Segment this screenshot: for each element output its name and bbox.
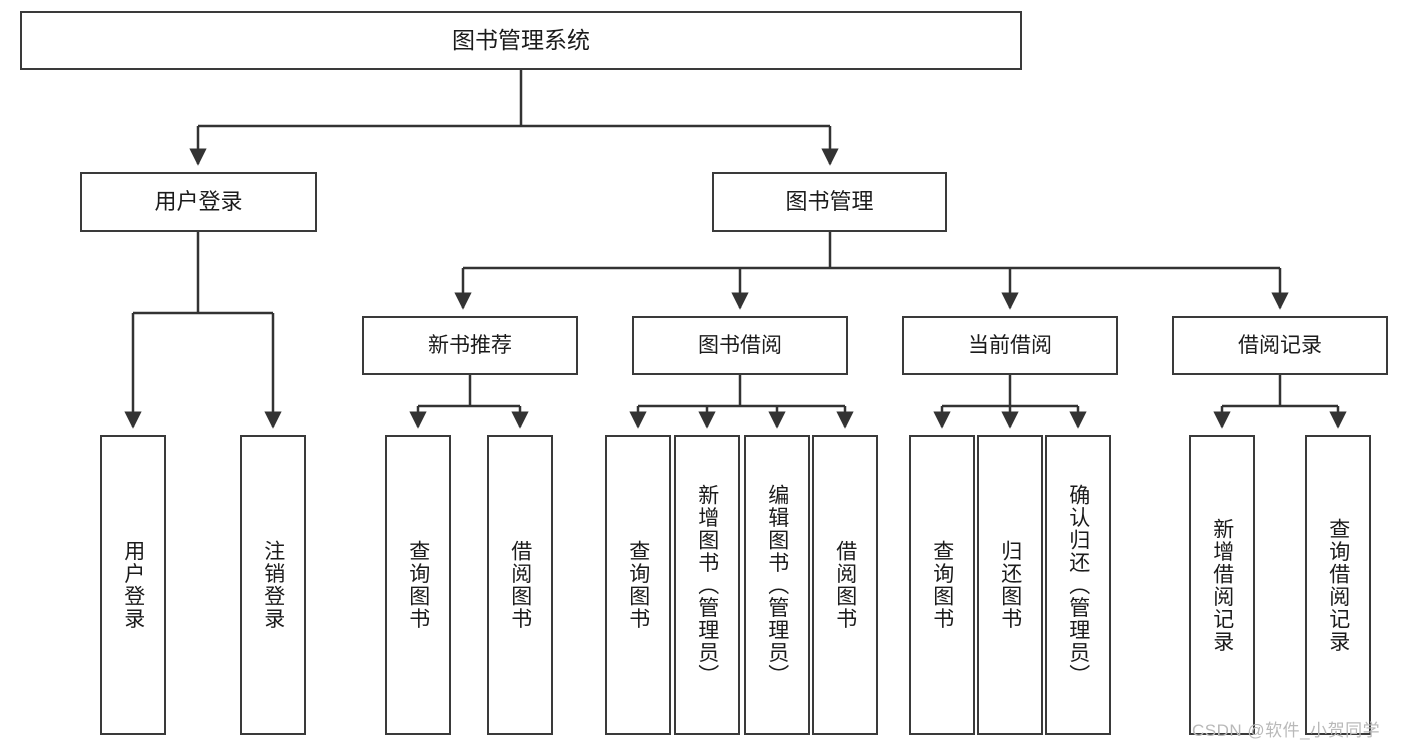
leaf-bb-edit-book-label: 编辑图书（管理员） [765,483,789,687]
leaf-logout[interactable]: 注销登录 [240,435,306,735]
leaf-logout-label: 注销登录 [261,540,285,630]
leaf-user-login-label: 用户登录 [121,540,145,630]
node-new-book-recommend-label: 新书推荐 [428,333,512,357]
node-current-borrow-label: 当前借阅 [968,333,1052,357]
node-new-book-recommend[interactable]: 新书推荐 [362,316,578,375]
node-book-borrow[interactable]: 图书借阅 [632,316,848,375]
leaf-user-login[interactable]: 用户登录 [100,435,166,735]
node-book-manage-label: 图书管理 [785,188,874,214]
leaf-cb-confirm-return[interactable]: 确认归还（管理员） [1045,435,1111,735]
leaf-cb-confirm-return-label: 确认归还（管理员） [1066,483,1090,687]
leaf-nb-borrow-book-label: 借阅图书 [508,540,532,630]
leaf-br-add-record[interactable]: 新增借阅记录 [1189,435,1255,735]
leaf-cb-query-book[interactable]: 查询图书 [909,435,975,735]
leaf-cb-return-book[interactable]: 归还图书 [977,435,1043,735]
leaf-bb-query-book[interactable]: 查询图书 [605,435,671,735]
leaf-cb-return-book-label: 归还图书 [998,540,1022,630]
csdn-watermark: CSDN @软件_小贺同学 [1192,721,1381,740]
node-user-login[interactable]: 用户登录 [80,172,317,232]
node-current-borrow[interactable]: 当前借阅 [902,316,1118,375]
leaf-bb-edit-book[interactable]: 编辑图书（管理员） [744,435,810,735]
leaf-bb-borrow-book[interactable]: 借阅图书 [812,435,878,735]
node-root-system-label: 图书管理系统 [452,26,590,53]
node-user-login-label: 用户登录 [154,188,243,214]
leaf-nb-query-book-label: 查询图书 [406,540,430,630]
leaf-nb-query-book[interactable]: 查询图书 [385,435,451,735]
leaf-nb-borrow-book[interactable]: 借阅图书 [487,435,553,735]
node-borrow-record-label: 借阅记录 [1238,333,1322,357]
leaf-cb-query-book-label: 查询图书 [930,540,954,630]
node-book-manage[interactable]: 图书管理 [712,172,947,232]
node-root-system[interactable]: 图书管理系统 [20,11,1022,70]
leaf-bb-add-book-label: 新增图书（管理员） [695,483,719,687]
leaf-bb-query-book-label: 查询图书 [626,540,650,630]
node-borrow-record[interactable]: 借阅记录 [1172,316,1388,375]
leaf-bb-borrow-book-label: 借阅图书 [833,540,857,630]
leaf-bb-add-book[interactable]: 新增图书（管理员） [674,435,740,735]
leaf-br-query-record-label: 查询借阅记录 [1326,517,1350,653]
leaf-br-query-record[interactable]: 查询借阅记录 [1305,435,1371,735]
leaf-br-add-record-label: 新增借阅记录 [1210,517,1234,653]
node-book-borrow-label: 图书借阅 [698,333,782,357]
